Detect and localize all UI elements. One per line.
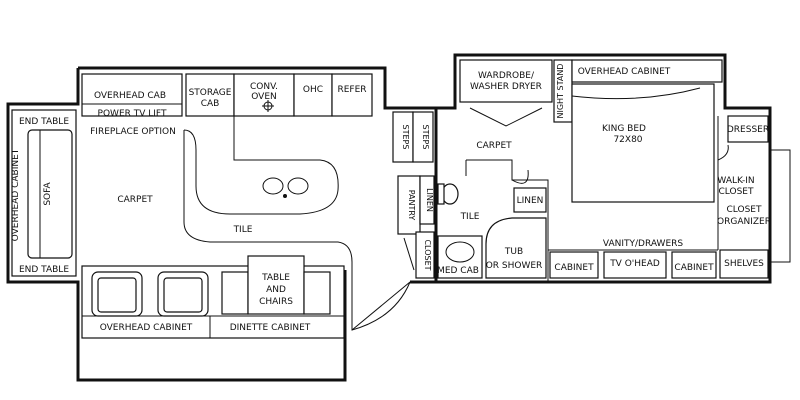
sink-right-icon [287,177,309,195]
tile-border [183,130,353,270]
cabinet-2-block [671,251,717,279]
steps-1-label: STEPS [401,125,410,150]
pantry-label: PANTRY [407,190,416,221]
dinette-chair-left-icon [221,271,249,315]
vanity-drawers-label: VANITY/DRAWERS [603,239,683,249]
wardrobe-doors [469,107,543,127]
refer-block [331,73,373,117]
cabinet-1-block [549,251,599,279]
linen-label: LINEN [517,196,544,206]
night-stand-label: NIGHT STAND [556,64,565,119]
refer-label: REFER [337,85,366,95]
steps-2-label: STEPS [421,125,430,150]
lav-sink-icon [445,241,475,263]
overhead-cabinet-bed-label: OVERHEAD CABINET [578,67,671,77]
end-table-top-label: END TABLE [19,117,69,127]
sofa-label: SOFA [43,182,53,206]
steps-2-block [412,111,434,163]
sofa-icon [27,129,73,259]
entry-door [351,270,411,331]
closet-block [415,231,435,279]
kitchen-island [183,116,339,215]
closet-label: CLOSET [423,239,432,270]
tile-kitchen-label: TILE [233,225,253,235]
tv-ohead-label: TV O'HEAD [609,259,660,269]
fireplace-option-label: FIREPLACE OPTION [90,127,176,137]
wardrobe-label: WARDROBE/WASHER DRYER [470,71,542,92]
tv-ohead-block [603,251,667,279]
dinette-chair-right-icon [303,271,331,315]
overhead-cab-label: OVERHEAD CAB [94,91,166,101]
carpet-bedroom-label: CARPET [476,141,512,151]
power-tv-lift-label: POWER TV LIFT [98,109,167,119]
linen-block [513,187,547,213]
linen-closet-label: LINEN [425,188,434,212]
carpet-living-label: CARPET [117,195,153,205]
tile-bath-label: TILE [460,212,480,222]
cabinet-1-label: CABINET [554,263,594,273]
bath-door [511,169,529,184]
ohc-label: OHC [303,85,323,95]
dining-table-icon [247,255,305,315]
linen-closet-block [419,175,435,225]
ohc-block [293,73,333,117]
med-cab-label: MED CAB [437,266,479,276]
overhead-cabinet-left-label: OVERHEAD CABINET [11,148,21,241]
conv-oven-label: CONV.OVEN [250,82,278,102]
end-table-bottom-label: END TABLE [19,265,69,275]
dresser-label: DRESSER [727,125,769,135]
storage-cab-block [185,73,235,117]
shelves-label: SHELVES [724,259,764,269]
overhead-cabinet-bed-block [571,59,723,83]
exterior-walls [6,53,791,382]
tub-shower-block [485,217,547,279]
king-bed-block [571,83,715,203]
dresser-block [727,115,769,143]
conv-oven-block [233,73,295,117]
cabinet-2-label: CABINET [674,263,714,273]
wardrobe-block [459,59,553,103]
med-cab-block [437,235,483,279]
dinette-cabinet-label: DINETTE CABINET [230,323,311,333]
king-bed-label: KING BED [602,124,646,134]
sink-left-icon [262,177,284,195]
king-bed-size-label: 72X80 [613,135,642,145]
shelves-block [719,249,769,279]
overhead-cabinet-bottom-label: OVERHEAD CABINET [100,323,193,333]
overhead-cab-block [81,73,183,117]
